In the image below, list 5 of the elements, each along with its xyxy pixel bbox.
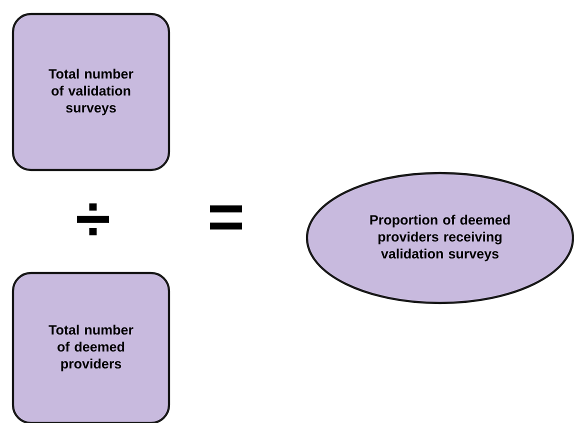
operator-symbol: = [210, 205, 242, 230]
ellipse-node: Proportion of deemed providers receiving validation surveys [306, 172, 574, 304]
rounded-box: Total number of deemed providers [12, 272, 170, 423]
rounded-box: Total number of validation surveys [12, 12, 170, 172]
operator-symbol: ÷ [77, 203, 109, 236]
